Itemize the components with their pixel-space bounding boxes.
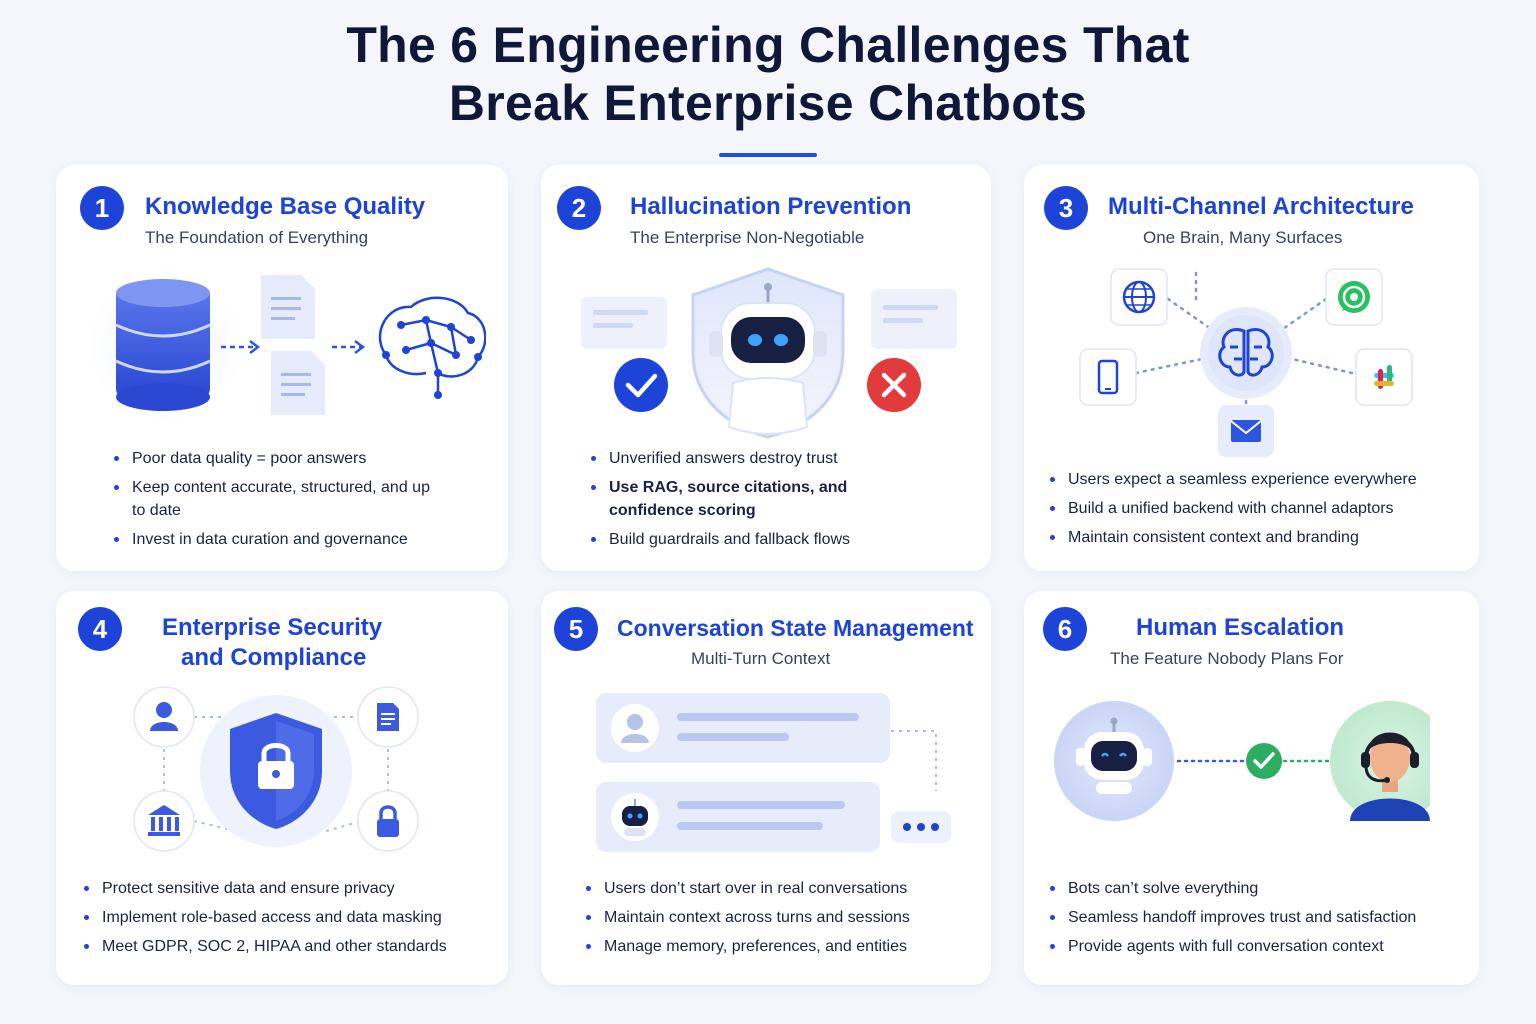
bullet-item: Use RAG, source citations, and confidenc… — [587, 476, 917, 522]
page-title: The 6 Engineering Challenges That Break … — [0, 16, 1536, 132]
robot-avatar-icon — [611, 793, 659, 841]
slack-icon — [1355, 348, 1413, 406]
bullet-list: Users don’t start over in real conversat… — [582, 877, 982, 964]
conversation-illustration — [591, 691, 961, 856]
bullet-list: Poor data quality = poor answers Keep co… — [110, 447, 440, 557]
database-icon — [115, 279, 211, 411]
card-knowledge-base: 1 Knowledge Base Quality The Foundation … — [56, 165, 508, 571]
bullet-list: Bots can’t solve everything Seamless han… — [1046, 877, 1471, 964]
brain-icon — [1218, 328, 1274, 377]
multichannel-illustration — [1074, 263, 1424, 463]
hallucination-illustration — [571, 265, 971, 440]
card-number: 3 — [1044, 186, 1088, 230]
card-human-escalation: 6 Human Escalation The Feature Nobody Pl… — [1024, 591, 1479, 985]
phone-icon — [1079, 348, 1137, 406]
robot-icon — [709, 283, 827, 435]
card-security: 4 Enterprise Security and Compliance — [56, 591, 508, 985]
card-subtitle: The Foundation of Everything — [145, 228, 369, 247]
bullet-item: Keep content accurate, structured, and u… — [110, 476, 440, 522]
cross-icon — [867, 358, 921, 412]
card-number: 5 — [554, 607, 598, 651]
bullet-item: Bots can’t solve everything — [1046, 877, 1471, 900]
user-avatar-icon — [611, 704, 659, 752]
bullet-item: Build a unified backend with channel ada… — [1046, 497, 1466, 520]
lock-shield-icon — [230, 713, 322, 829]
card-title: Knowledge Base Quality — [145, 193, 426, 220]
card-multichannel: 3 Multi-Channel Architecture One Brain, … — [1024, 165, 1479, 571]
bullet-item: Manage memory, preferences, and entities — [582, 935, 982, 958]
bullet-item: Seamless handoff improves trust and sati… — [1046, 906, 1471, 929]
bullet-list: Protect sensitive data and ensure privac… — [80, 877, 500, 964]
bullet-item: Maintain context across turns and sessio… — [582, 906, 982, 929]
robot-icon — [1076, 717, 1152, 794]
card-title: Multi-Channel Architecture — [1108, 193, 1414, 220]
card-subtitle: One Brain, Many Surfaces — [1143, 228, 1343, 247]
brain-network-icon — [378, 296, 486, 399]
bullet-list: Users expect a seamless experience every… — [1046, 468, 1466, 555]
bullet-list: Unverified answers destroy trust Use RAG… — [587, 447, 917, 557]
lock-icon — [357, 790, 419, 852]
card-title-line1: Enterprise Security — [162, 614, 383, 641]
bullet-item: Unverified answers destroy trust — [587, 447, 917, 470]
document-icon — [357, 686, 419, 748]
card-number: 2 — [557, 186, 601, 230]
bullet-item: Protect sensitive data and ensure privac… — [80, 877, 500, 900]
card-title: Hallucination Prevention — [630, 193, 912, 220]
document-icon — [261, 275, 315, 339]
title-underline — [719, 153, 817, 157]
mail-icon — [1218, 405, 1274, 457]
bullet-item: Build guardrails and fallback flows — [587, 528, 917, 551]
globe-icon — [1110, 268, 1168, 326]
card-subtitle: The Feature Nobody Plans For — [1110, 649, 1344, 668]
bullet-item: Meet GDPR, SOC 2, HIPAA and other standa… — [80, 935, 500, 958]
check-icon — [1246, 743, 1282, 779]
card-number: 1 — [80, 186, 124, 230]
whatsapp-icon — [1325, 268, 1383, 326]
bullet-item: Provide agents with full conversation co… — [1046, 935, 1471, 958]
bullet-item: Users don’t start over in real conversat… — [582, 877, 982, 900]
card-subtitle: Multi-Turn Context — [691, 649, 831, 668]
knowledge-illustration — [86, 265, 486, 430]
card-hallucination: 2 Hallucination Prevention The Enterpris… — [541, 165, 991, 571]
card-title: Human Escalation — [1136, 614, 1345, 641]
user-icon — [133, 686, 195, 748]
support-agent-icon — [1350, 732, 1430, 821]
card-title: Conversation State Management — [617, 615, 974, 641]
bullet-item: Poor data quality = poor answers — [110, 447, 440, 470]
page-title-line2: Break Enterprise Chatbots — [448, 75, 1088, 131]
bullet-item: Implement role-based access and data mas… — [80, 906, 500, 929]
card-number: 4 — [78, 607, 122, 651]
escalation-illustration — [1050, 696, 1430, 826]
document-icon — [271, 351, 325, 415]
card-number: 6 — [1043, 607, 1087, 651]
check-icon — [614, 358, 668, 412]
bullet-item: Invest in data curation and governance — [110, 528, 440, 551]
card-subtitle: The Enterprise Non-Negotiable — [630, 228, 865, 247]
bullet-item: Maintain consistent context and branding — [1046, 526, 1466, 549]
bank-icon — [133, 790, 195, 852]
security-illustration — [126, 681, 436, 861]
typing-dots-icon — [891, 811, 951, 843]
bullet-item: Users expect a seamless experience every… — [1046, 468, 1466, 491]
page-title-line1: The 6 Engineering Challenges That — [346, 17, 1190, 73]
card-title-line2: and Compliance — [181, 644, 367, 671]
card-conversation-state: 5 Conversation State Management Multi-Tu… — [541, 591, 991, 985]
